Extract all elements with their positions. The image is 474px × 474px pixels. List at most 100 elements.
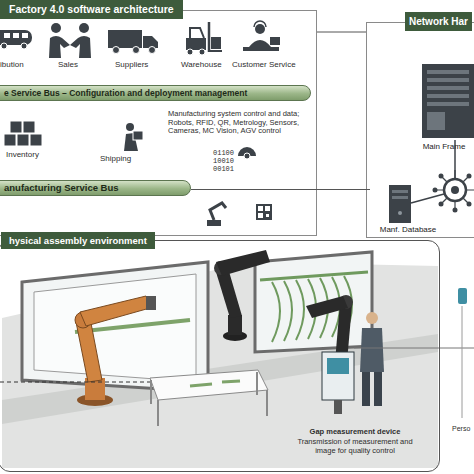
frame-title: Network Har [405,12,472,31]
robot-arm [216,250,270,276]
forklift-mast [208,22,211,52]
green-part [260,272,368,280]
connector-line [191,189,370,190]
wheel [133,47,140,54]
monitor [270,37,280,45]
caption-text: Sales [58,60,78,69]
caption-text: Inventory [6,150,39,159]
window [4,33,10,38]
camera-lens [244,153,250,159]
hub-dot [467,202,472,207]
crate [211,37,221,49]
wheel [149,47,156,54]
hub-spoke [441,176,469,204]
wheel [187,49,193,55]
wheel [1,43,7,49]
hub-ring [444,179,466,201]
service-bus: anufacturing Service Bus [0,180,191,196]
hub-dot [453,208,458,213]
qr-cell [258,206,263,211]
power-light [398,211,402,215]
frame-title: Factory 4.0 software architecture [0,0,183,19]
sales-icon [49,23,91,58]
truck-cab [143,36,158,48]
service-bus: e Service Bus – Configuration and deploy… [0,85,311,101]
robot-arm [216,268,242,318]
table-top [150,370,268,400]
table-leg [256,372,258,395]
database-label: Manf. Database [370,183,446,235]
person-head [366,312,378,324]
frame-title: hysical assembly environment [1,232,155,249]
green-part [190,384,212,386]
qr-square [256,204,272,220]
hub-spoke [441,176,469,204]
person-head [79,23,89,33]
box [23,121,35,133]
drive-bay [392,196,408,199]
inventory-icon [4,121,42,146]
device-label: Manf. Database [370,225,446,235]
person-leg [362,372,370,406]
distribution-icon [0,30,32,49]
device-stand [334,400,342,414]
forklift-body [186,38,206,50]
server-label: Main Frame [414,62,474,152]
caption-text: Gap measurement device [290,428,420,437]
server-slot [427,86,469,90]
forklift-cab [190,28,204,38]
hub-link [411,194,444,203]
hub-dot [439,202,444,207]
robot-base [207,220,221,226]
rib [284,281,292,341]
shipping-icon [124,123,143,151]
person-head [255,24,265,34]
truck-cargo [108,30,142,48]
device-label: Main Frame [414,142,474,152]
device-screen [327,358,349,374]
caption-text: Transmission of measurement and image fo… [290,438,420,455]
transmission-line [354,348,474,349]
person-body [249,40,271,47]
window [22,33,28,38]
camera-icon [238,147,256,159]
robot-column [228,315,242,335]
database-icon [389,185,411,223]
caption-text: Perso [452,425,470,433]
dashed-line [0,382,150,383]
network-frame: Network HarMain FrameManf. Database [366,22,474,238]
glass-frame [22,262,208,392]
robot-arm [80,296,150,326]
rib [272,282,280,342]
person-leg [374,372,382,406]
desk [243,47,279,51]
bus-label: anufacturing Service Bus [0,181,190,195]
server-cabinet [422,64,474,138]
drive-bay [392,190,408,193]
glass-pane [34,274,196,382]
window [13,33,19,38]
caption-text: ibution [0,60,24,69]
server-panel [427,112,445,130]
server-slot [427,94,469,98]
hub-dot [433,188,438,193]
server-slot [427,78,469,82]
qr-cell [258,213,263,218]
robot-gripper [146,296,156,310]
caption-text: Customer Service [232,60,296,69]
box [30,134,42,146]
person-body [360,328,384,372]
wheel [21,43,27,49]
tower [389,185,411,223]
box [17,134,29,146]
table-leg [150,380,152,404]
qr-cell [265,206,270,211]
caption-text: Warehouse [181,60,222,69]
qr-cell [266,214,269,217]
parcel [133,131,143,140]
table-leg [157,400,159,426]
server-slot [427,70,469,74]
box [4,134,16,146]
